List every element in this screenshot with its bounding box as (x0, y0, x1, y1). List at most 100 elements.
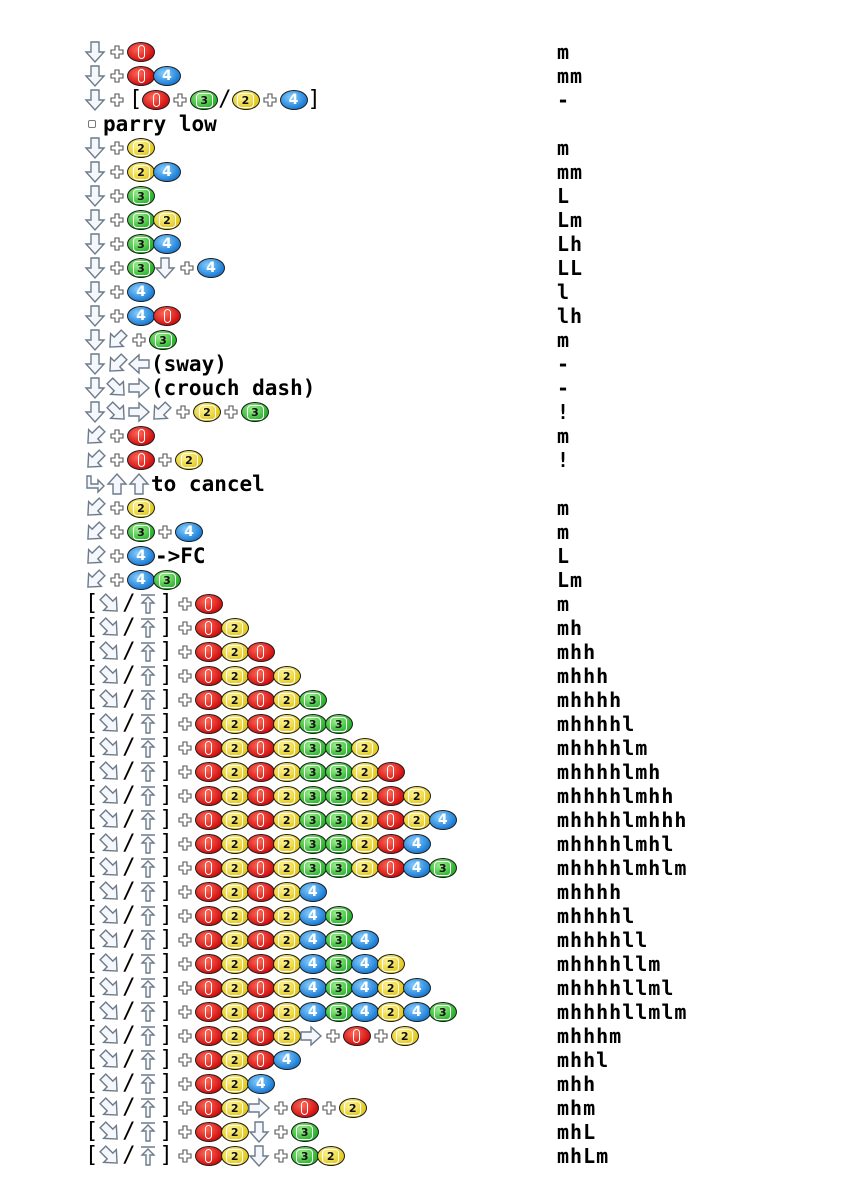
plus-icon (270, 1144, 292, 1168)
button-2-icon: 2 (231, 90, 260, 110)
move-command: 2 (84, 496, 155, 520)
button-2-icon: 2 (316, 1146, 345, 1166)
hit-level: mhhhhlmhh (557, 784, 675, 808)
button-2-icon: 2 (402, 786, 431, 806)
hit-level: L (557, 544, 571, 568)
button-4-icon: 4 (298, 1002, 327, 1022)
bracket-symbol: [ (85, 711, 99, 736)
bracket-symbol: [ (85, 1095, 99, 1120)
plus-icon (174, 928, 196, 952)
button-2-icon: 2 (350, 762, 379, 782)
button-1-icon (246, 834, 275, 854)
bracket-symbol: / (122, 831, 136, 856)
move-command (84, 40, 155, 64)
hit-level: mhhhhlm (557, 736, 649, 760)
down-arrow-icon (84, 304, 106, 328)
bracket-symbol: ] (159, 615, 173, 640)
down-arrow-icon (154, 256, 176, 280)
button-1-icon (127, 42, 155, 62)
move-command: [/] (84, 592, 223, 616)
plus-icon (174, 832, 196, 856)
button-4-icon: 4 (197, 258, 225, 278)
button-1-icon (246, 1026, 275, 1046)
plus-icon (128, 328, 150, 352)
down-forward-arrow-icon (99, 616, 121, 640)
plus-icon (174, 952, 196, 976)
move-command: 4->FC (84, 544, 207, 568)
bracket-symbol: ] (159, 807, 173, 832)
button-1-icon (127, 66, 155, 86)
bracket-symbol: ] (159, 1023, 173, 1048)
button-2-icon: 2 (350, 834, 379, 854)
hold-up-arrow-icon (137, 832, 159, 856)
button-2-icon: 2 (220, 1026, 249, 1046)
button-4-icon: 4 (350, 978, 379, 998)
button-1-icon (153, 306, 181, 326)
button-2-icon: 2 (272, 978, 301, 998)
button-2-icon: 2 (376, 1002, 405, 1022)
down-forward-arrow-icon (99, 1120, 121, 1144)
bracket-symbol: / (122, 759, 136, 784)
hit-level: mhhhh (557, 688, 623, 712)
button-1-icon (194, 1050, 223, 1070)
down-arrow-icon (84, 40, 106, 64)
bracket-symbol: / (122, 879, 136, 904)
down-forward-arrow-icon (99, 712, 121, 736)
button-2-icon: 2 (402, 810, 431, 830)
plus-icon (174, 616, 196, 640)
hold-up-arrow-icon (137, 760, 159, 784)
button-2-icon: 2 (272, 930, 301, 950)
plus-icon (174, 1024, 196, 1048)
plus-icon (174, 856, 196, 880)
bracket-symbol: / (122, 735, 136, 760)
bracket-symbol: [ (85, 1071, 99, 1096)
down-forward-arrow-icon (99, 1144, 121, 1168)
plus-icon (174, 592, 196, 616)
move-command: 2 (84, 136, 155, 160)
move-command: 4 (84, 304, 181, 328)
button-3-icon: 3 (298, 714, 327, 734)
button-1-icon (376, 786, 405, 806)
button-1-icon (246, 1050, 275, 1070)
button-1-icon (194, 1146, 223, 1166)
button-2-icon: 2 (127, 498, 155, 518)
plus-icon (154, 448, 176, 472)
up-arrow-icon (128, 472, 150, 496)
bracket-symbol: ] (159, 759, 173, 784)
bracket-symbol: [ (85, 735, 99, 760)
plus-icon (154, 520, 176, 544)
hit-level: - (557, 88, 571, 112)
button-1-icon (246, 762, 275, 782)
down-forward-arrow-icon (99, 880, 121, 904)
bracket-symbol: ] (307, 87, 321, 112)
bracket-symbol: [ (85, 879, 99, 904)
button-4-icon: 4 (153, 66, 181, 86)
button-1-icon (376, 810, 405, 830)
hold-up-arrow-icon (137, 1144, 159, 1168)
bracket-symbol: / (122, 615, 136, 640)
button-1-icon (194, 978, 223, 998)
button-3-icon: 3 (149, 330, 177, 350)
button-2-icon: 2 (220, 690, 249, 710)
bracket-symbol: ] (159, 879, 173, 904)
hit-level: ! (557, 400, 571, 424)
bracket-symbol: / (122, 951, 136, 976)
button-2-icon: 2 (350, 786, 379, 806)
button-4-icon: 4 (428, 810, 457, 830)
move-row: m (84, 40, 784, 64)
bracket-symbol: [ (85, 687, 99, 712)
button-1-icon (194, 642, 223, 662)
